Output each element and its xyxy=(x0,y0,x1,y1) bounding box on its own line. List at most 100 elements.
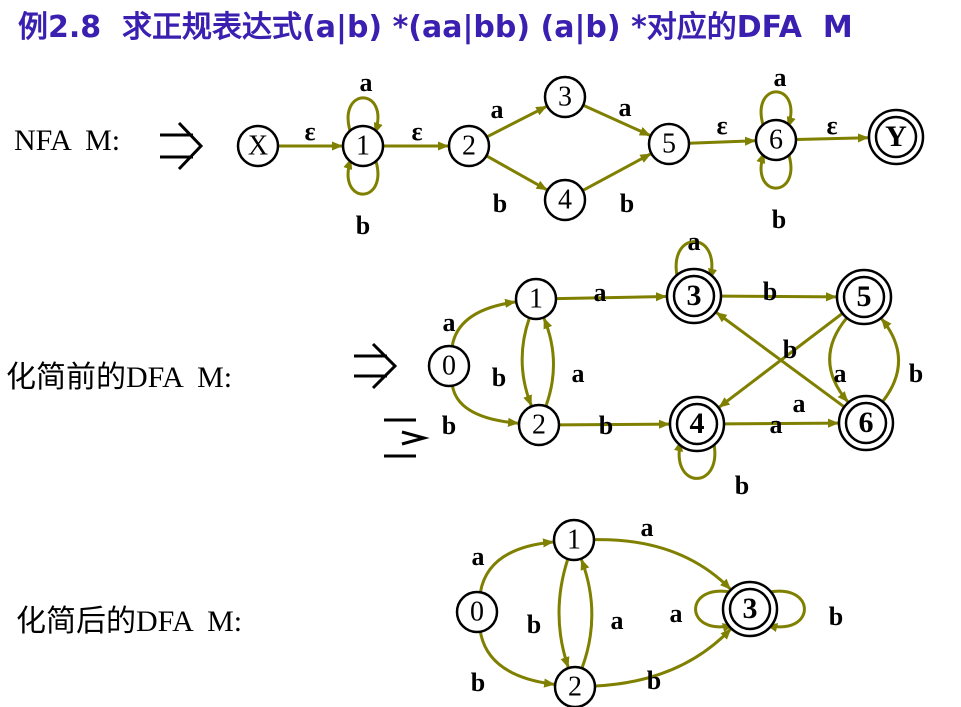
transition-arrow xyxy=(478,538,555,593)
state-label: 3 xyxy=(558,81,572,112)
state-label: 2 xyxy=(568,671,582,702)
state-label: X xyxy=(248,130,268,161)
state-node: 5 xyxy=(647,122,691,166)
state-node: X xyxy=(236,124,280,168)
state-label: 2 xyxy=(462,130,476,161)
state-label: 1 xyxy=(529,283,543,314)
start-arrow xyxy=(384,418,430,458)
transition-arrow xyxy=(759,90,796,129)
state-node: 2 xyxy=(553,665,597,707)
transition-arrow xyxy=(694,589,735,632)
transition-arrow xyxy=(478,631,556,688)
start-arrow xyxy=(354,342,398,390)
state-node: 3 xyxy=(543,75,587,119)
transition-arrow xyxy=(557,558,570,669)
transition-arrow xyxy=(450,385,519,427)
state-label: 0 xyxy=(470,596,484,627)
state-label: 1 xyxy=(356,130,370,161)
transition-arrow xyxy=(593,538,732,591)
accept-state-node: Y xyxy=(867,108,925,166)
transition-arrow xyxy=(343,157,380,196)
state-label: 4 xyxy=(558,184,572,215)
dfa-before-label: 化简前的DFA M: xyxy=(6,361,233,394)
state-node: 1 xyxy=(514,277,558,321)
state-node: 0 xyxy=(455,590,499,634)
transition-label: b xyxy=(772,205,786,234)
start-arrow xyxy=(160,121,204,171)
state-label: 1 xyxy=(567,524,581,555)
state-label: 5 xyxy=(857,280,872,313)
dfa-after-label: 化简后的DFA M: xyxy=(16,605,243,638)
transition-label: a xyxy=(472,542,485,571)
accept-state-node: 3 xyxy=(665,267,723,325)
transition-label: a xyxy=(443,308,456,337)
transition-arrow xyxy=(880,317,901,403)
transition-arrow xyxy=(594,628,732,688)
transition-label: b xyxy=(763,277,777,306)
transition-arrow xyxy=(485,154,548,192)
transition-label: b xyxy=(909,359,923,388)
transition-arrow xyxy=(582,103,651,137)
transition-arrow xyxy=(828,316,849,403)
transition-label: b xyxy=(599,411,613,440)
transition-label: b xyxy=(493,189,507,218)
transition-label: a xyxy=(774,63,787,92)
transition-arrow xyxy=(542,317,555,407)
transition-arrow xyxy=(720,292,837,302)
state-node: 1 xyxy=(552,518,596,562)
transition-label: ε xyxy=(716,111,727,140)
state-label: 3 xyxy=(687,279,702,312)
transition-label: a xyxy=(670,599,683,628)
transition-arrow xyxy=(450,298,517,347)
state-node: 1 xyxy=(341,124,385,168)
state-node: 2 xyxy=(517,403,561,447)
transition-arrow xyxy=(555,292,667,302)
nfa-label: NFA M: xyxy=(14,124,121,157)
transition-arrow xyxy=(795,133,869,143)
transition-label: a xyxy=(770,410,783,439)
transition-label: b xyxy=(471,668,485,697)
transition-arrow xyxy=(581,152,652,192)
state-node: 6 xyxy=(754,118,798,162)
transition-label: a xyxy=(611,606,624,635)
transition-arrow xyxy=(715,311,846,409)
transition-arrow xyxy=(486,105,548,139)
transition-arrow xyxy=(580,558,594,669)
transition-label: b xyxy=(356,211,370,240)
transition-arrow xyxy=(723,418,839,428)
state-node: 4 xyxy=(543,178,587,222)
transition-label: a xyxy=(572,359,585,388)
transition-label: ε xyxy=(411,117,422,146)
transition-label: b xyxy=(442,411,456,440)
state-label: 6 xyxy=(859,406,874,439)
transition-arrow xyxy=(558,419,670,429)
state-node: 0 xyxy=(427,344,471,388)
transition-arrow xyxy=(346,96,383,135)
transition-label: b xyxy=(620,189,634,218)
transition-label: a xyxy=(688,227,701,256)
transition-label: a xyxy=(641,513,654,542)
state-label: 3 xyxy=(743,592,758,625)
transition-label: b xyxy=(735,471,749,500)
transition-label: b xyxy=(783,335,797,364)
transition-label: a xyxy=(491,95,504,124)
state-label: 0 xyxy=(442,350,456,381)
state-label: Y xyxy=(885,120,907,153)
transition-arrow xyxy=(674,439,717,480)
accept-state-node: 5 xyxy=(835,268,893,326)
transition-label: a xyxy=(834,359,847,388)
transition-arrow xyxy=(765,589,806,632)
transition-arrow xyxy=(520,317,533,407)
transition-label: a xyxy=(360,68,373,97)
state-label: 5 xyxy=(662,128,676,159)
transition-label: a xyxy=(619,93,632,122)
state-label: 2 xyxy=(532,409,546,440)
accept-state-node: 4 xyxy=(668,395,726,453)
state-label: 6 xyxy=(769,124,783,155)
transition-label: b xyxy=(647,666,661,695)
transition-arrow xyxy=(688,136,756,146)
transition-label: a xyxy=(594,278,607,307)
accept-state-node: 6 xyxy=(837,394,895,452)
transition-label: a xyxy=(793,389,806,418)
